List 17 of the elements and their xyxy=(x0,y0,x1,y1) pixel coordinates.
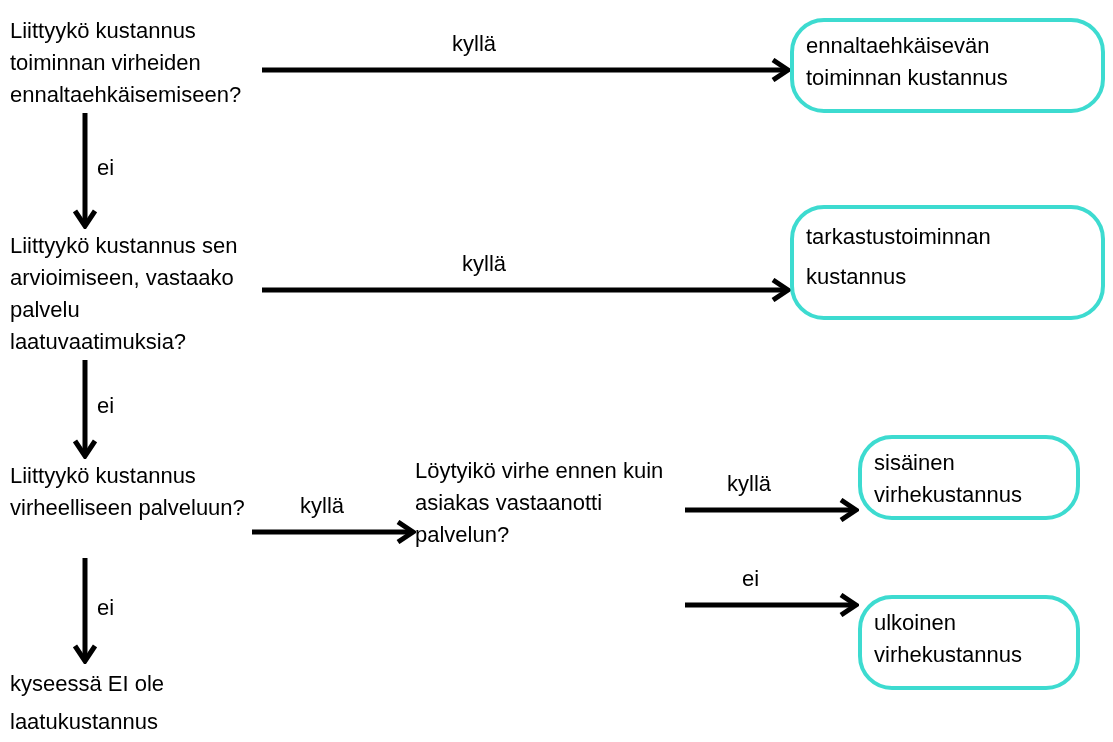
question-text: Liittyykö kustannus virheelliseen palveluun? xyxy=(10,460,250,556)
outcome-box: tarkastustoiminnan kustannus xyxy=(790,205,1105,320)
outcome-box: ennaltaehkäisevän toiminnan kustannus xyxy=(790,18,1105,113)
question-text: Liittyykö kustannus toiminnan virheiden ennaltaehkäisemiseen? xyxy=(10,15,260,111)
arrow xyxy=(262,57,791,83)
arrow xyxy=(252,519,416,545)
question-text: Löytyikö virhe ennen kuin asiakas vastaanotti palvelun? xyxy=(415,455,683,583)
arrow xyxy=(72,113,98,229)
question-text: kyseessä EI ole laatukustannus xyxy=(10,665,280,741)
question-text: Liittyykö kustannus sen arvioimiseen, vastaako palvelu laatuvaatimuksia? xyxy=(10,230,260,358)
arrow xyxy=(685,497,859,523)
arrow xyxy=(72,558,98,664)
outcome-box: ulkoinen virhekustannus xyxy=(858,595,1080,690)
arrow xyxy=(685,592,859,618)
arrow xyxy=(72,360,98,459)
outcome-box: sisäinen virhekustannus xyxy=(858,435,1080,520)
arrow xyxy=(262,277,791,303)
